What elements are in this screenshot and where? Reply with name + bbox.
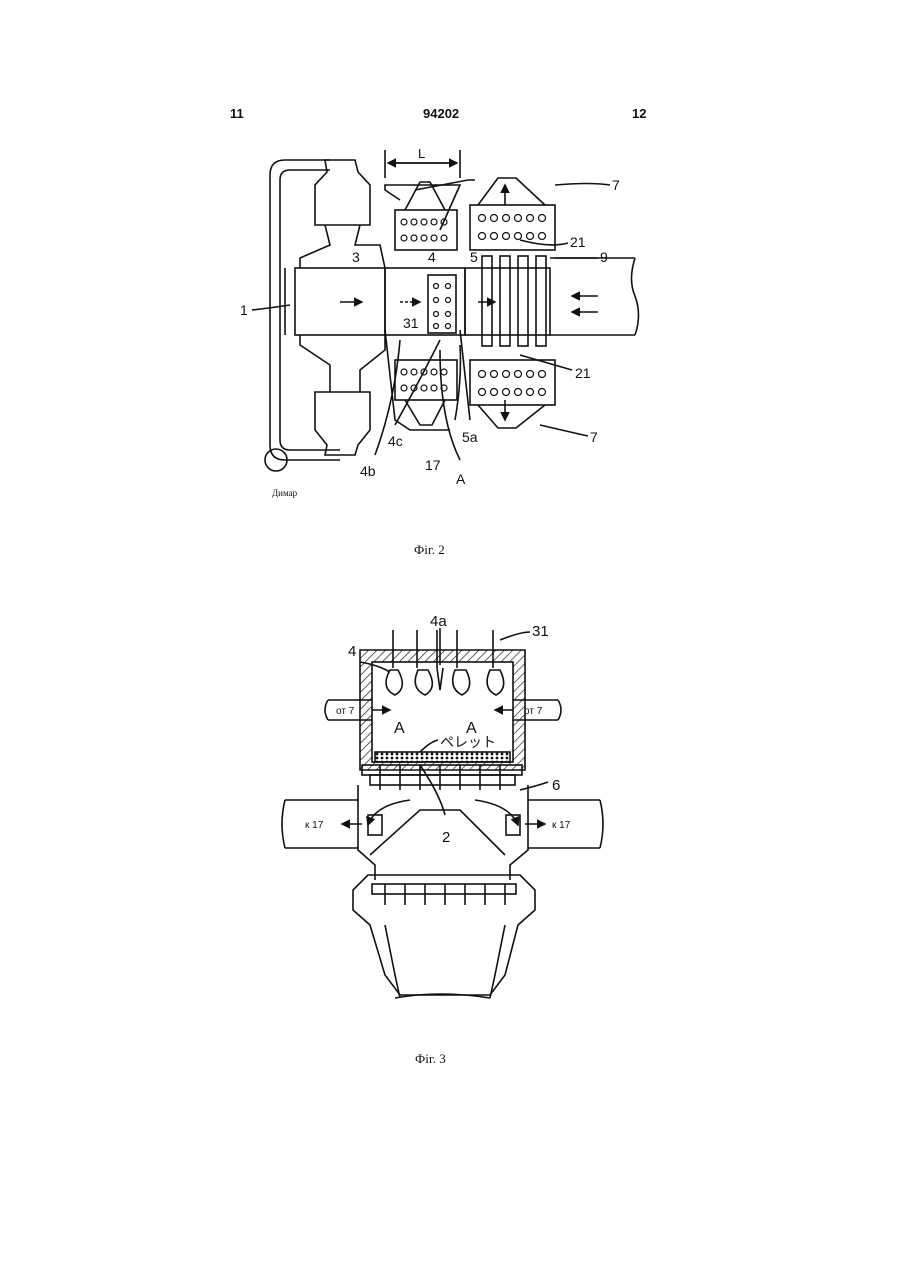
figure-3-drawing <box>282 628 603 998</box>
fig3-label-to17-right: к 17 <box>552 820 571 831</box>
fig2-label-9: 9 <box>600 249 608 265</box>
fig2-label-7-top: 7 <box>612 177 620 193</box>
fig2-label-3: 3 <box>352 249 360 265</box>
figure-2-drawing <box>252 150 639 471</box>
fig3-label-31: 31 <box>532 623 549 640</box>
fig2-label-31: 31 <box>403 315 419 331</box>
fig2-label-A: A <box>456 471 466 487</box>
fig3-label-pellet: ペレット <box>440 734 496 750</box>
fig2-chimney-label: Димар <box>272 488 298 498</box>
fig2-label-5: 5 <box>470 249 478 265</box>
fig2-label-4b: 4b <box>360 463 376 479</box>
figure-2-caption: Фіг. 2 <box>414 542 445 558</box>
figure-3-caption: Фіг. 3 <box>415 1051 446 1067</box>
fig3-label-2: 2 <box>442 829 450 846</box>
fig2-label-17: 17 <box>425 457 441 473</box>
fig3-label-6: 6 <box>552 777 560 794</box>
fig3-label-to17-left: к 17 <box>305 820 324 831</box>
fig2-label-21-bottom: 21 <box>575 365 591 381</box>
fig2-label-4c: 4c <box>388 433 403 449</box>
fig3-label-A-left: A <box>394 720 405 737</box>
fig2-label-L: L <box>418 146 425 161</box>
fig3-label-from7-right: от 7 <box>524 706 543 717</box>
fig3-label-from7-left: от 7 <box>336 706 355 717</box>
fig3-label-4a: 4a <box>430 613 447 630</box>
fig2-label-5a: 5a <box>462 429 478 445</box>
fig3-label-4: 4 <box>348 643 356 660</box>
fig2-label-7-bottom: 7 <box>590 429 598 445</box>
fig2-label-21-top: 21 <box>570 234 586 250</box>
fig2-label-1: 1 <box>240 302 248 318</box>
fig2-label-4: 4 <box>428 249 436 265</box>
